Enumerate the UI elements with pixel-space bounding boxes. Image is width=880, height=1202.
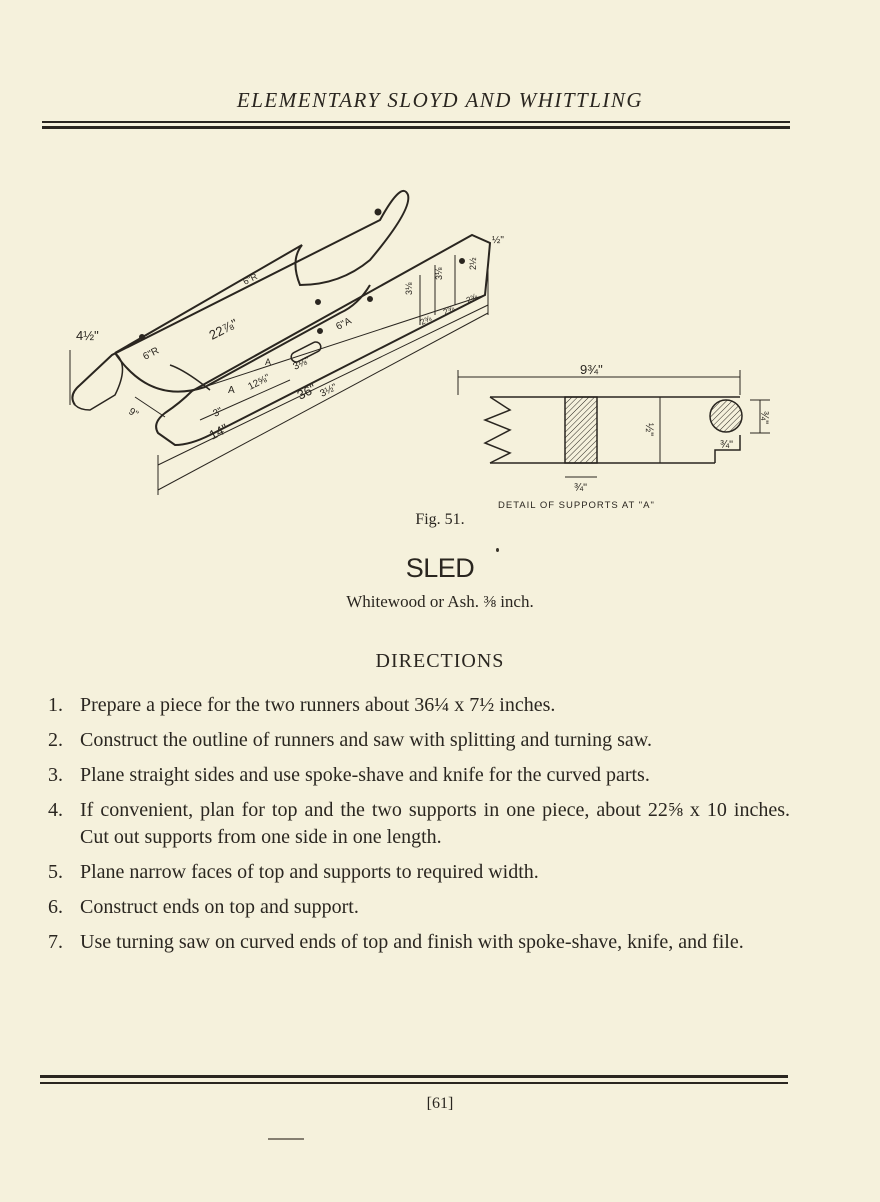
header-rule-thick <box>42 126 790 129</box>
rod-section <box>709 399 743 433</box>
detail-small: ¾" <box>720 439 733 451</box>
ink-mark <box>268 1138 304 1140</box>
hole <box>317 328 323 334</box>
dim-rear-w3: 2⅝ <box>465 292 479 305</box>
dim-hole-a: 6"A <box>334 316 353 333</box>
support-section <box>564 396 598 464</box>
step-text: Plane narrow faces of top and supports t… <box>80 861 539 883</box>
detail-width: 9¾" <box>580 362 603 377</box>
detail-bottom: ¾" <box>574 482 587 494</box>
figure-caption: Fig. 51. <box>415 511 465 528</box>
dimension-lines <box>69 255 489 495</box>
hole <box>367 296 373 302</box>
detail-depth: ½" <box>643 423 655 436</box>
dim-runner-depth: 3" <box>211 406 225 420</box>
dim-point-a-front: A <box>228 385 235 396</box>
dim-nose-radius: 6"R <box>141 345 161 362</box>
break-line <box>482 396 512 464</box>
detail-label: DETAIL OF SUPPORTS AT "A" <box>498 500 655 511</box>
step-number: 6. <box>48 896 63 918</box>
ink-dot <box>496 548 499 552</box>
directions-heading: DIRECTIONS <box>375 650 505 672</box>
project-title: SLED <box>405 553 475 583</box>
hole <box>315 299 321 305</box>
dim-top-length: 22⅞" <box>207 316 241 343</box>
directions-list: 1. Prepare a piece for the two runners a… <box>48 692 790 964</box>
step-text: Construct ends on top and support. <box>80 896 359 918</box>
dim-rear-h3: 2½ <box>468 257 478 270</box>
step-text: Use turning saw on curved ends of top an… <box>80 931 744 953</box>
sled-drawing: 36" 14" 22⅞" 4½" 6"R 6"R 3" 12⅝" 3⅛" 3½"… <box>69 189 770 511</box>
top-board <box>114 284 371 393</box>
hole <box>139 334 145 340</box>
running-head: ELEMENTARY SLOYD AND WHITTLING <box>236 88 644 112</box>
dim-slot-height: 3½" <box>318 382 339 400</box>
runner-slot <box>290 341 322 363</box>
direction-step: 4. If convenient, plan for top and the t… <box>48 797 790 851</box>
direction-step: 6. Construct ends on top and support. <box>48 894 790 921</box>
direction-step: 3. Plane straight sides and use spoke-sh… <box>48 762 790 789</box>
detail-height: ¾" <box>758 411 770 424</box>
back-runner <box>71 189 410 406</box>
step-number: 5. <box>48 861 63 883</box>
step-number: 3. <box>48 764 63 786</box>
footer-rule-thin <box>40 1082 788 1084</box>
step-number: 1. <box>48 694 63 716</box>
footer-rule-thick <box>40 1075 788 1078</box>
step-text: Plane straight sides and use spoke-shave… <box>80 764 650 786</box>
header-rule-thin <box>42 121 790 123</box>
sled-isometric <box>71 189 492 447</box>
dim-end-height: 4½" <box>76 328 99 343</box>
support-detail <box>457 370 770 478</box>
dim-tip-thickness: ½" <box>492 235 504 246</box>
step-text: If convenient, plan for top and the two … <box>80 799 790 848</box>
page-number: [61] <box>426 1095 454 1112</box>
front-runner <box>155 233 492 447</box>
step-number: 4. <box>48 799 63 821</box>
dim-rear-h1: 3⅛ <box>404 282 414 295</box>
hole <box>374 208 382 216</box>
direction-step: 5. Plane narrow faces of top and support… <box>48 859 790 886</box>
dim-small-radius: 6"R <box>241 271 259 287</box>
step-text: Construct the outline of runners and saw… <box>80 729 652 751</box>
step-text: Prepare a piece for the two runners abou… <box>80 694 556 716</box>
dim-point-a-back: A <box>265 357 271 367</box>
material-note: Whitewood or Ash. ⅜ inch. <box>346 592 534 611</box>
step-number: 7. <box>48 931 63 953</box>
step-number: 2. <box>48 729 63 751</box>
hole <box>459 258 465 264</box>
direction-step: 7. Use turning saw on curved ends of top… <box>48 929 790 956</box>
direction-step: 2. Construct the outline of runners and … <box>48 727 790 754</box>
dim-overall-length: 36" <box>295 380 319 402</box>
direction-step: 1. Prepare a piece for the two runners a… <box>48 692 790 719</box>
dim-bracket: 9" <box>126 406 140 420</box>
dim-rear-h2: 3⅛ <box>434 267 444 280</box>
